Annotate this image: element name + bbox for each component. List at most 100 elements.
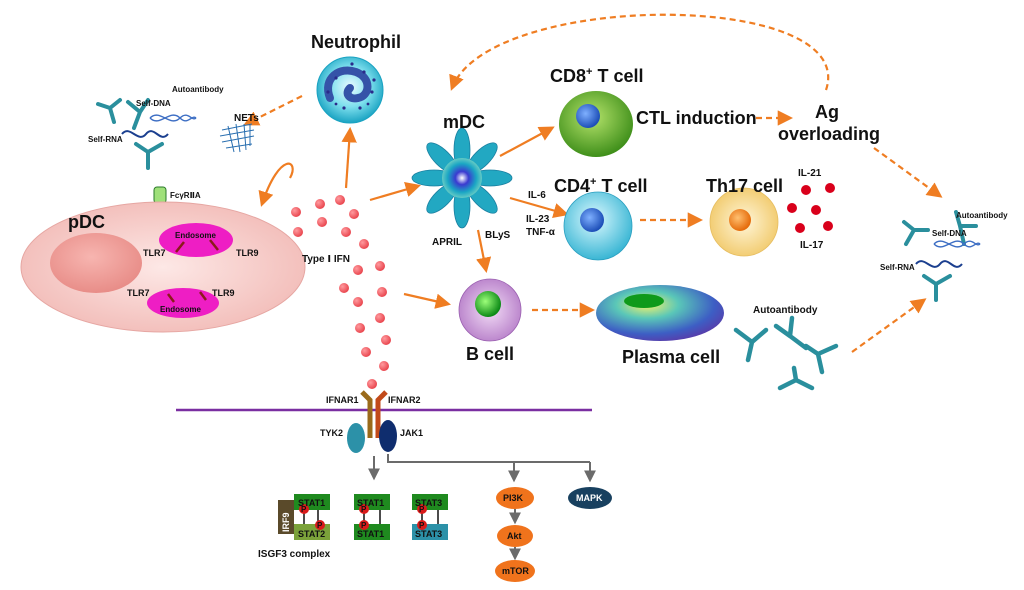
arrow-ifn-to-mdc (369, 182, 421, 202)
cd8-t-cell (559, 91, 633, 157)
th17-cell (709, 187, 779, 257)
label-tnfa: TNF-α (526, 227, 556, 238)
label-autoantibody-left: Autoantibody (172, 85, 224, 94)
label-akt: Akt (507, 531, 522, 541)
label-jak1: JAK1 (400, 428, 423, 438)
stat3-homodimer (412, 494, 448, 540)
label-mapk: MAPK (576, 493, 603, 503)
label-il21: IL-21 (798, 168, 822, 179)
phospho-3 (359, 504, 369, 514)
label-april: APRIL (432, 237, 462, 248)
arrow-ag-loop-to-mdc (449, 13, 830, 91)
arrow-neutrophil-to-nets (243, 95, 303, 126)
label-p2: P (317, 521, 323, 530)
label-endosome-bottom: Endosome (160, 305, 201, 314)
endosome-bottom (147, 288, 219, 318)
phospho-5 (417, 504, 427, 514)
label-self-dna-left: Self-DNA (136, 99, 171, 108)
endosome-top (159, 223, 233, 257)
label-stat3-b: STAT3 (415, 529, 442, 539)
arrow-autoantibody-to-immune-complex (851, 298, 927, 353)
self-dna-left-helix (149, 114, 197, 122)
label-fcgr: FcγRⅡA (170, 191, 201, 200)
cd4-t-cell (563, 191, 633, 261)
label-irf9: IRF9 (281, 512, 291, 532)
label-endosome-top: Endosome (175, 231, 216, 240)
label-il23: IL-23 (526, 214, 550, 225)
label-neutrophil: Neutrophil (311, 32, 401, 52)
phospho-1 (299, 504, 309, 514)
label-tyk2: TYK2 (320, 428, 343, 438)
irf9-box (278, 500, 294, 534)
isgf3-complex (278, 494, 330, 540)
label-th17-cell: Th17 cell (706, 176, 783, 196)
label-tlr9-top: TLR9 (236, 248, 259, 258)
label-ctl-induction: CTL induction (636, 108, 757, 128)
il-dots (787, 183, 835, 233)
pi3k-node (496, 487, 534, 509)
label-self-rna-left: Self-RNA (88, 135, 123, 144)
arrow-mdc-to-cd4 (509, 196, 569, 219)
label-il17: IL-17 (800, 240, 824, 251)
label-p1: P (301, 505, 307, 514)
arrow-ifn-to-bcell (403, 292, 452, 309)
label-b-cell: B cell (466, 344, 514, 364)
label-autoantibody-middle: Autoantibody (753, 305, 818, 316)
label-type1-ifn: Type Ⅰ IFN (302, 254, 350, 265)
label-tlr7-top: TLR7 (143, 248, 166, 258)
fcgr-receptor (153, 186, 167, 204)
label-p6: P (419, 521, 425, 530)
plasma-cell (596, 285, 724, 341)
self-dna-right-helix (933, 240, 981, 248)
label-stat1-c: STAT1 (357, 529, 384, 539)
signaling-arrows (368, 454, 596, 561)
label-pdc: pDC (68, 212, 105, 232)
label-il6: IL-6 (528, 190, 546, 201)
label-stat1-b: STAT1 (357, 498, 384, 508)
autoantibodies-middle (733, 315, 839, 391)
label-p3: P (361, 505, 367, 514)
phospho-6 (417, 520, 427, 530)
arrow-mdc-to-bcell (476, 229, 492, 274)
stat1-homodimer (354, 494, 390, 540)
label-ag-line1: Ag (815, 102, 839, 122)
mtor-node (495, 560, 535, 582)
label-self-dna-right: Self-DNA (932, 229, 967, 238)
self-rna-right-strand (915, 260, 963, 268)
tyk2-kinase (347, 423, 365, 453)
label-blys: BLyS (485, 230, 511, 241)
label-p5: P (419, 505, 425, 514)
pdc-cell (20, 201, 306, 333)
label-cd4-t-cell: CD4+ T cell (554, 176, 647, 196)
label-ag-line2: overloading (778, 124, 880, 144)
label-stat2: STAT2 (298, 529, 325, 539)
phospho-2 (315, 520, 325, 530)
label-stat1-a: STAT1 (298, 498, 325, 508)
type1-ifn-dots (291, 195, 391, 389)
label-mdc: mDC (443, 112, 485, 132)
right-immune-complex (902, 210, 978, 302)
arrow-ag-to-immune-complex (873, 147, 943, 198)
label-pi3k: PI3K (503, 493, 524, 503)
label-mtor: mTOR (502, 566, 529, 576)
label-stat3-a: STAT3 (415, 498, 442, 508)
akt-node (497, 525, 533, 547)
arrow-mdc-to-cd8 (499, 126, 555, 157)
label-isgf3: ISGF3 complex (258, 549, 331, 560)
mapk-node (568, 487, 612, 509)
self-rna-left-strand (121, 130, 169, 138)
label-autoantibody-right: Autoantibody (956, 211, 1008, 220)
tlr-markers (167, 239, 219, 303)
label-tlr9-bottom: TLR9 (212, 288, 235, 298)
label-nets: NETs (234, 113, 259, 124)
label-p4: P (361, 521, 367, 530)
label-self-rna-right: Self-RNA (880, 263, 915, 272)
jak1-kinase (379, 420, 397, 452)
label-tlr7-bottom: TLR7 (127, 288, 150, 298)
mdc-cell (411, 127, 513, 229)
phospho-4 (359, 520, 369, 530)
ifnar-receptor (360, 390, 388, 438)
arrow-ifn-to-neutrophil (341, 126, 357, 189)
label-ifnar1: IFNAR1 (326, 395, 359, 405)
